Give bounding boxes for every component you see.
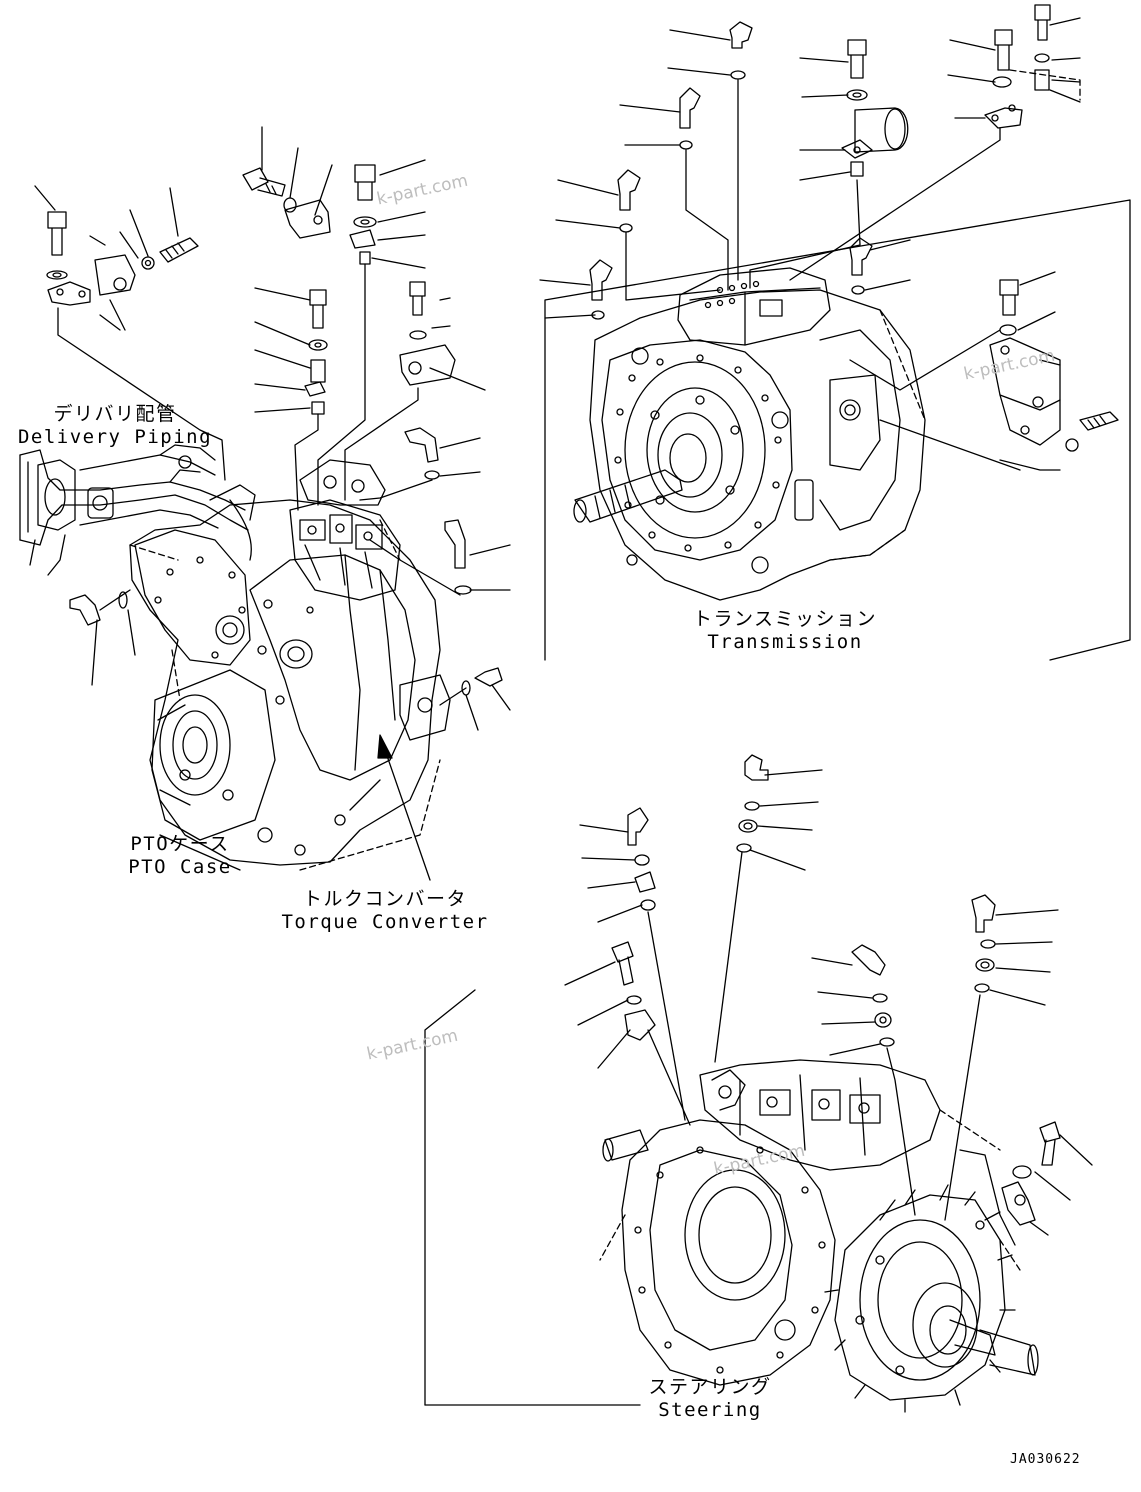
transmission-label: トランスミッション Transmission: [685, 608, 885, 654]
upper-middle-hardware: [69, 126, 511, 731]
steering-label: ステアリング Steering: [625, 1376, 795, 1422]
steering-assembly: [424, 989, 1039, 1413]
transmission-en: Transmission: [707, 631, 863, 653]
pto-case-en: PTO Case: [128, 856, 232, 878]
delivery-piping-jp: デリバリ配管: [53, 403, 177, 425]
transmission-hardware: [539, 4, 1119, 471]
delivery-piping: [19, 444, 256, 576]
transmission-assembly: [544, 199, 1131, 661]
pto-case-jp: PTOケース: [130, 833, 230, 855]
transmission-jp: トランスミッション: [692, 608, 878, 630]
drawing-code: JA030622: [1010, 1452, 1081, 1467]
left-hardware-cluster: [34, 185, 226, 481]
steering-jp: ステアリング: [648, 1376, 772, 1398]
delivery-piping-label: デリバリ配管 Delivery Piping: [5, 403, 225, 449]
pto-case-label: PTOケース PTO Case: [100, 833, 260, 879]
delivery-piping-en: Delivery Piping: [17, 426, 213, 448]
steering-hardware: [564, 754, 1093, 1236]
pto-torque-assembly: [129, 459, 451, 871]
torque-converter-arrow: [377, 734, 431, 881]
torque-converter-jp: トルクコンバータ: [302, 888, 467, 910]
steering-en: Steering: [658, 1399, 762, 1421]
torque-converter-label: トルクコンバータ Torque Converter: [270, 888, 500, 934]
torque-converter-en: Torque Converter: [281, 911, 489, 933]
